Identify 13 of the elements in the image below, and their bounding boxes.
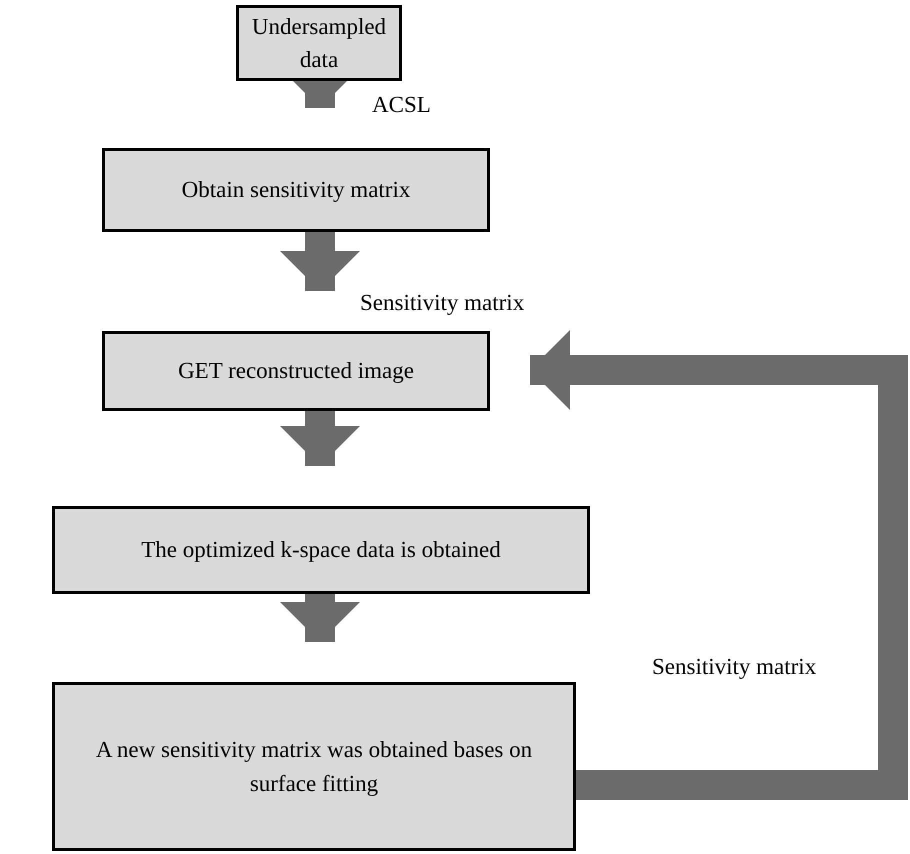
process-box	[52, 506, 590, 594]
process-box	[52, 682, 576, 851]
process-box	[102, 331, 490, 411]
process-box	[102, 148, 490, 232]
arrow	[280, 232, 360, 291]
box-text: Obtain sensitivity matrix	[182, 176, 410, 204]
box-text: The optimized k-space data is obtained	[141, 536, 501, 564]
arrow	[530, 330, 908, 800]
box-text: GET reconstructed image	[178, 357, 414, 386]
box-text: A new sensitivity matrix was obtained bases on surface fitting	[94, 736, 534, 798]
arrow	[280, 411, 360, 466]
box-text: Undersampled data	[250, 12, 388, 74]
process-box	[236, 5, 402, 81]
